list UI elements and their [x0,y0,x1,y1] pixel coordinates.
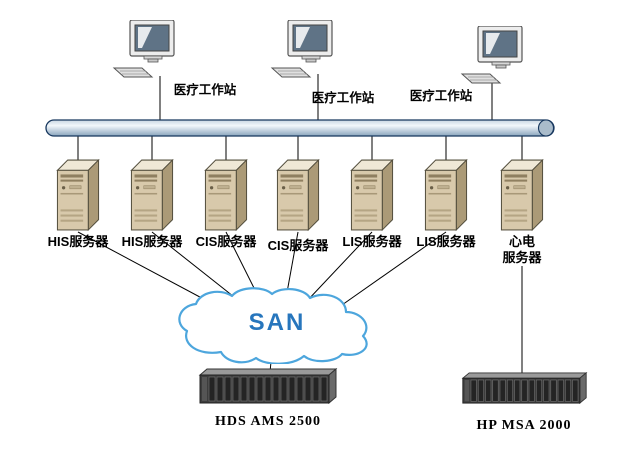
server-icon [203,158,249,232]
server-label: LIS服务器 [416,234,476,249]
server-label: HIS服务器 [47,234,109,249]
server-label: 心电 服务器 [502,234,542,265]
server-icon [55,158,101,232]
workstation-label: 医疗工作站 [409,89,473,103]
connector-line [305,231,373,303]
workstation-icon [112,20,180,80]
workstation-label: 医疗工作站 [311,91,375,105]
workstation-icon [270,20,338,80]
network-bus-icon [45,119,555,137]
storage-array-icon [461,372,588,404]
connector-line [285,231,299,299]
server-label: HIS服务器 [121,234,183,249]
server-icon [499,158,545,232]
server-icon [129,158,175,232]
server-icon [349,158,395,232]
san-cloud-icon [178,287,368,364]
workstation-label: 医疗工作站 [173,83,237,97]
server-icon [275,158,321,232]
connector-line [151,231,244,305]
storage-label: HP MSA 2000 [476,418,572,433]
san-label: SAN [248,309,306,336]
server-icon [423,158,469,232]
server-label: CIS服务器 [195,234,257,249]
workstation-icon [460,26,528,86]
storage-label: HDS AMS 2500 [214,414,322,429]
server-label: LIS服务器 [342,234,402,249]
storage-array-icon [198,368,338,404]
connector-line [331,231,447,313]
server-label: CIS服务器 [267,238,329,253]
